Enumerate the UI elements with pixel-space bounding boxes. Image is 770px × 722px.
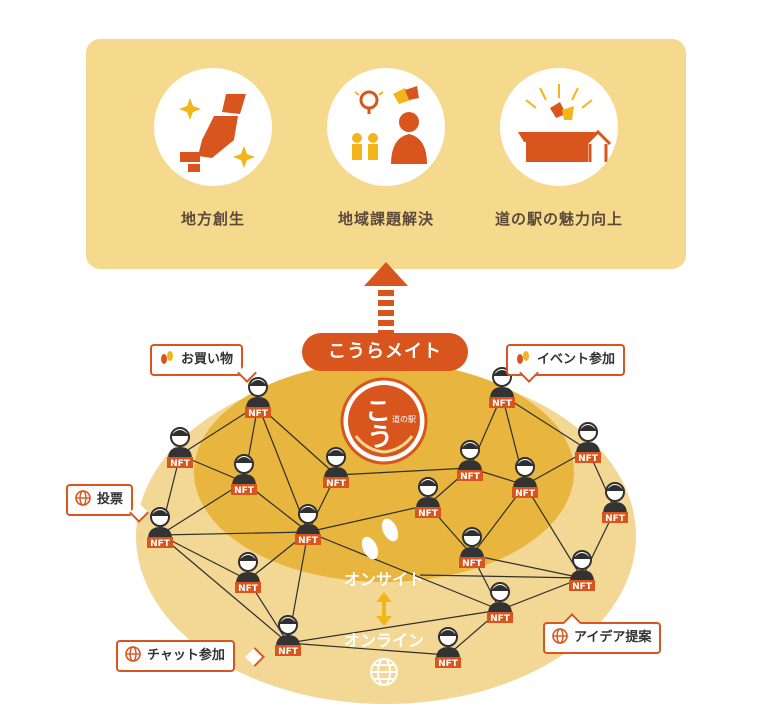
two-way-arrow-icon (376, 592, 392, 626)
member-avatar: NFT (435, 627, 461, 669)
nft-badge (275, 645, 301, 656)
callout-label: イベント参加 (537, 352, 616, 367)
globe-icon (75, 490, 91, 506)
nft-badge-label: NFT (462, 559, 483, 569)
people-group: NFT NFT NFT NFT NFT NFT NFT NFT NFT NFT NFT NFT NFT N… (147, 367, 628, 669)
member-avatar: NFT (245, 377, 271, 419)
callout-chat-participation: チャット参加 (116, 640, 265, 672)
nft-badge-label: NFT (490, 614, 511, 624)
logo-sub: 道の駅 (392, 414, 416, 424)
callout-event-participation: イベント参加 (506, 344, 626, 383)
member-avatar: NFT (231, 454, 257, 496)
nft-badge-label: NFT (150, 539, 171, 549)
footprints-icon (161, 351, 173, 364)
member-avatar: NFT (147, 507, 173, 549)
nft-badge (323, 477, 349, 488)
nft-badge-label: NFT (278, 647, 299, 657)
nft-badge-label: NFT (438, 659, 459, 669)
kora-logo: こ う 道の駅 (340, 377, 428, 465)
nft-badge-label: NFT (578, 454, 599, 464)
nft-badge (167, 457, 193, 468)
member-avatar: NFT (323, 447, 349, 489)
roadside-station-icon (500, 68, 618, 186)
goal-roadside-station-appeal: 道の駅の魅力向上 (494, 68, 624, 229)
nft-badge-label: NFT (605, 514, 626, 524)
callout-label: お買い物 (181, 352, 234, 367)
nft-badge (459, 557, 485, 568)
member-avatar: NFT (575, 422, 601, 464)
callout-voting: 投票 (66, 484, 149, 523)
callout-label: 投票 (97, 492, 124, 507)
svg-text:う: う (367, 423, 393, 453)
nft-badge-label: NFT (492, 399, 513, 409)
member-avatar: NFT (167, 427, 193, 469)
globe-icon (125, 646, 141, 662)
member-avatar: NFT (457, 440, 483, 482)
nft-badge-label: NFT (238, 584, 259, 594)
nft-badge-label: NFT (248, 409, 269, 419)
nft-badge-label: NFT (418, 509, 439, 519)
nft-badge (295, 534, 321, 545)
goal-regional-revitalization: 地方創生 (148, 68, 278, 229)
member-avatar: NFT (487, 582, 513, 624)
callout-idea-proposal: アイデア提案 (543, 613, 662, 654)
goal-label: 地域課題解決 (337, 210, 434, 228)
lightbulb-people-icon (327, 68, 445, 186)
member-avatar: NFT (459, 527, 485, 569)
goal-local-problem-solving: 地域課題解決 (321, 68, 451, 229)
callout-label: チャット参加 (147, 648, 225, 663)
nft-badge (512, 487, 538, 498)
member-avatar: NFT (235, 552, 261, 594)
brand-name-badge: こうらメイト (302, 333, 468, 371)
logo-text: こ (365, 397, 391, 427)
nft-badge-label: NFT (234, 486, 255, 496)
globe-icon (552, 628, 568, 644)
nft-badge-label: NFT (572, 582, 593, 592)
nft-badge (245, 407, 271, 418)
footprints-icon (517, 351, 529, 364)
nft-badge-label: NFT (298, 536, 319, 546)
nft-badge (235, 582, 261, 593)
member-avatar: NFT (569, 550, 595, 592)
nft-badge (569, 580, 595, 591)
member-avatar: NFT (489, 367, 515, 409)
callout-label: アイデア提案 (574, 630, 652, 645)
nft-badge-label: NFT (326, 479, 347, 489)
goal-label: 道の駅の魅力向上 (494, 210, 623, 228)
nft-badge (147, 537, 173, 548)
member-avatar: NFT (602, 482, 628, 524)
nft-badge (602, 512, 628, 523)
nft-badge-label: NFT (170, 459, 191, 469)
nft-badge (435, 657, 461, 668)
nft-badge-label: NFT (460, 472, 481, 482)
nft-badge (415, 507, 441, 518)
goal-label: 地方創生 (180, 210, 245, 228)
onsite-label: オンサイト (344, 570, 424, 589)
member-avatar: NFT (275, 615, 301, 657)
online-label: オンライン (344, 631, 424, 650)
japan-map-icon (154, 68, 272, 186)
nft-badge-label: NFT (515, 489, 536, 499)
member-avatar: NFT (415, 477, 441, 519)
member-avatar: NFT (295, 504, 321, 546)
callout-shopping: お買い物 (150, 344, 257, 383)
footprints-icon (361, 518, 399, 560)
nft-badge (575, 452, 601, 463)
globe-icon (370, 658, 398, 686)
nft-badge (457, 470, 483, 481)
member-avatar: NFT (512, 457, 538, 499)
nft-badge (487, 612, 513, 623)
nft-badge (231, 484, 257, 495)
nft-badge (489, 397, 515, 408)
